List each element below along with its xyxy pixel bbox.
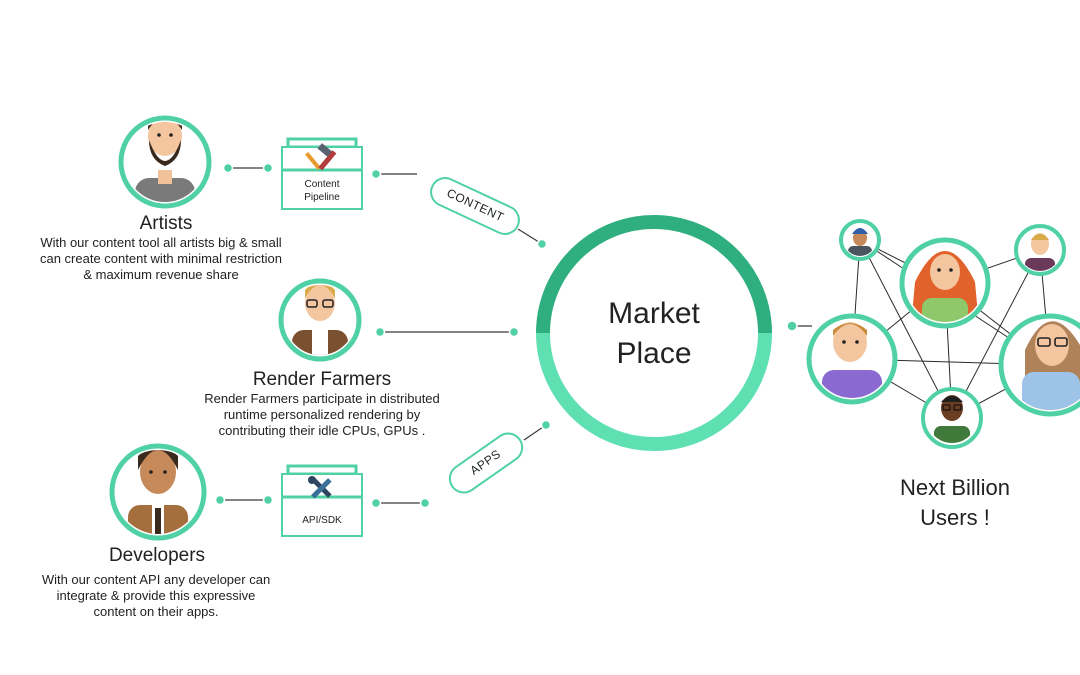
render-farmers-description: Render Farmers participate in distribute…: [204, 391, 440, 438]
content-pipeline-label-line2: Pipeline: [304, 192, 340, 203]
render-farmers-title: Render Farmers: [252, 369, 392, 390]
artists-description: With our content tool all artists big & …: [39, 235, 283, 282]
content-pipeline-box: [281, 137, 363, 210]
user-avatar-2: [899, 237, 991, 329]
tools-icon: [305, 143, 337, 171]
user-avatar-5: [998, 313, 1080, 417]
render-farmer-avatar: [278, 278, 362, 362]
artist-avatar: [118, 115, 212, 209]
developer-avatar: [109, 443, 207, 541]
wrench-screwdriver-icon: [308, 476, 332, 499]
users-label: Next Billion Users !: [865, 473, 1045, 533]
content-tag: [430, 177, 520, 235]
user-avatar-3: [1014, 224, 1066, 276]
user-avatar-4: [806, 313, 898, 405]
developers-description: With our content API any developer can i…: [41, 572, 271, 619]
content-pipeline-label-line1: Content: [304, 179, 340, 190]
marketplace-line1: Market: [608, 297, 700, 330]
user-avatar-1: [839, 219, 881, 261]
marketplace-line2: Place: [616, 337, 692, 370]
marketplace-ring: [536, 215, 772, 451]
marketplace-label: Market Place: [564, 294, 744, 374]
user-avatar-6: [921, 387, 983, 449]
api-sdk-box: [281, 464, 363, 537]
developers-title: Developers: [108, 545, 206, 566]
apps-tag: [448, 432, 524, 494]
content-pipeline-label: Content Pipeline: [282, 178, 362, 204]
artists-title: Artists: [139, 213, 193, 234]
connector-dots: [214, 162, 798, 509]
users-line1: Next Billion: [899, 475, 1011, 500]
connector-lines: [220, 167, 812, 504]
users-line2: Users !: [920, 505, 990, 530]
api-sdk-label: API/SDK: [302, 515, 342, 526]
